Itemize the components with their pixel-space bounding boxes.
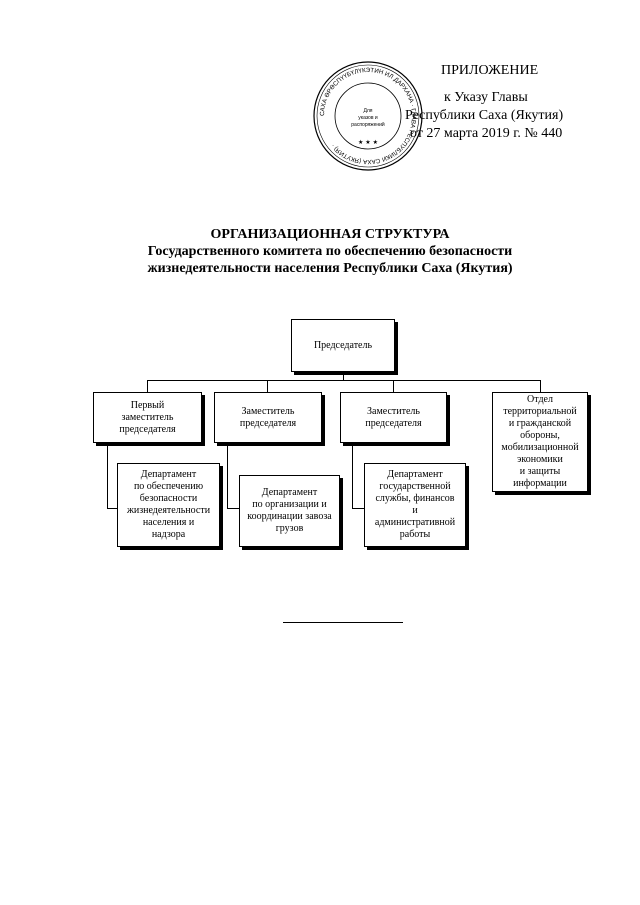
heading-line-2: Государственного комитета по обеспечению…	[147, 244, 513, 259]
deputy-chairman-box-2: Заместитель председателя	[340, 392, 447, 443]
connector-chairman-down	[343, 372, 344, 380]
connector-dept1-horizontal	[107, 508, 119, 509]
svg-text:★ ★ ★: ★ ★ ★	[358, 139, 378, 146]
appendix-title: ПРИЛОЖЕНИЕ	[441, 63, 539, 78]
safety-dept-label: Департамент по обеспечению безопасности …	[126, 469, 211, 540]
connector-dept3-horizontal	[352, 508, 364, 509]
closing-rule	[283, 622, 403, 623]
heading-line-1: ОРГАНИЗАЦИОННАЯ СТРУКТУРА	[210, 227, 450, 242]
appendix-line-3: от 27 марта 2019 г. № 440	[410, 126, 563, 141]
appendix-line-1: к Указу Главы	[444, 90, 528, 105]
connector-deputy1	[147, 380, 148, 392]
civil-service-dept-box: Департамент государственной службы, фина…	[364, 463, 466, 547]
heading-line-3: жизнедеятельности населения Республики С…	[147, 261, 513, 276]
chairman-label: Председатель	[313, 339, 373, 351]
connector-deputy3	[393, 380, 394, 392]
connector-dept2-vertical	[227, 443, 228, 508]
svg-text:Для: Для	[363, 108, 372, 114]
civil-defense-dept-box: Отдел территориальной и гражданской обор…	[492, 392, 588, 492]
svg-text:распоряжений: распоряжений	[351, 121, 385, 128]
cargo-dept-label: Департамент по организации и координации…	[247, 487, 332, 534]
deputy-chairman-box-1: Заместитель председателя	[214, 392, 322, 443]
appendix-line-2: Республики Саха (Якутия)	[405, 108, 564, 123]
svg-text:указов и: указов и	[358, 115, 378, 121]
connector-dept1-vertical	[107, 443, 108, 508]
civil-service-dept-label: Департамент государственной службы, фина…	[374, 469, 456, 540]
deputy-chairman-label-1: Заместитель председателя	[239, 405, 297, 429]
connector-dept3-vertical	[352, 443, 353, 508]
connector-deputy2	[267, 380, 268, 392]
first-deputy-box: Первый заместитель председателя	[93, 392, 202, 443]
connector-dept2-horizontal	[227, 508, 239, 509]
chairman-box: Председатель	[291, 319, 395, 372]
civil-defense-dept-label: Отдел территориальной и гражданской обор…	[501, 394, 579, 489]
first-deputy-label: Первый заместитель председателя	[119, 399, 176, 435]
cargo-dept-box: Департамент по организации и координации…	[239, 475, 340, 547]
document-heading: ОРГАНИЗАЦИОННАЯ СТРУКТУРА Государственно…	[80, 226, 580, 277]
connector-horizontal-bus	[147, 380, 540, 381]
safety-dept-box: Департамент по обеспечению безопасности …	[117, 463, 220, 547]
deputy-chairman-label-2: Заместитель председателя	[365, 405, 422, 429]
official-seal: САХА ӨРӨСПҮҮБҮЛҮКЭТИН ИЛ ДАРХАНА · ГЛАВА…	[313, 61, 423, 171]
connector-civil-defense	[540, 380, 541, 392]
